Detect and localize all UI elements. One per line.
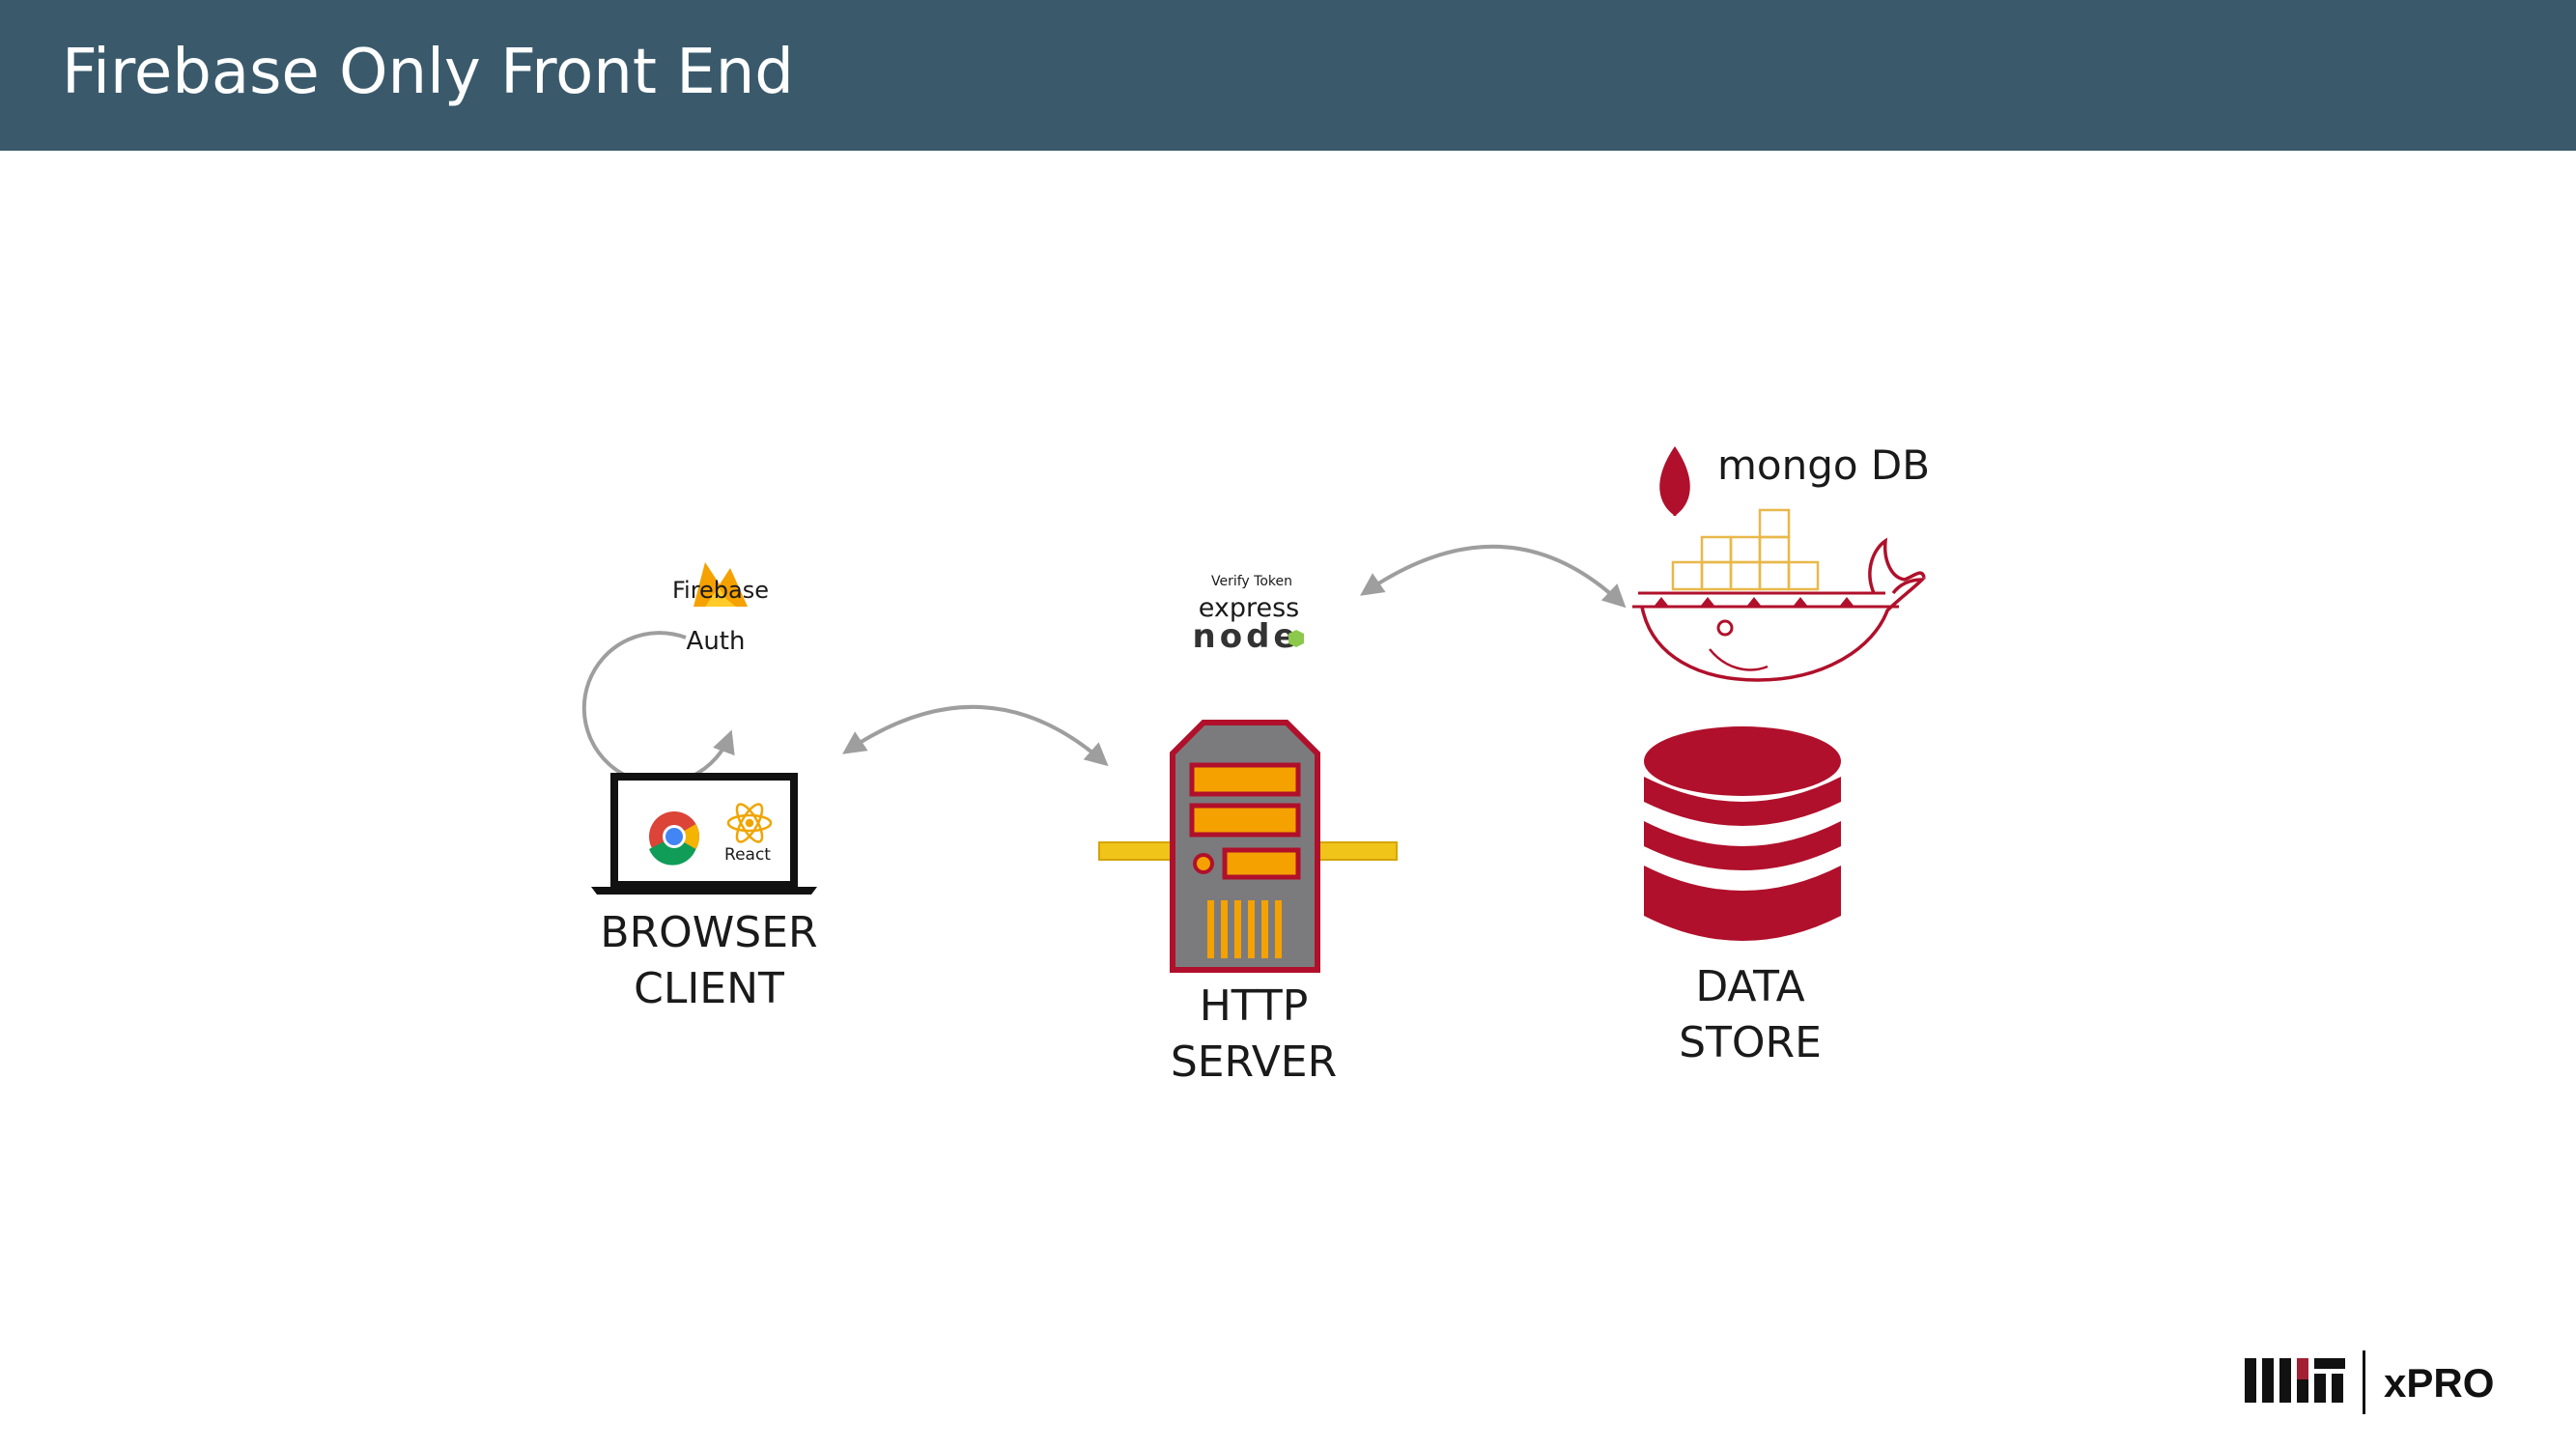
react-icon	[726, 803, 773, 843]
http-server-label-line1: HTTP	[1200, 981, 1309, 1031]
browser-client-group: Firebase Auth React BROWSER CLIENT	[581, 562, 818, 1013]
slide-header: Firebase Only Front End	[0, 0, 2576, 151]
server-tower-icon	[1170, 720, 1320, 973]
http-server-label-line2: SERVER	[1171, 1037, 1337, 1087]
server-datastore-arrow	[1360, 545, 1627, 609]
client-server-arrow	[842, 704, 1109, 767]
firebase-label: Firebase	[672, 577, 769, 604]
data-store-group: mongo DB	[1632, 441, 1930, 1067]
express-label: express	[1199, 593, 1300, 623]
verify-token-label: Verify Token	[1211, 574, 1292, 589]
firebase-flame-icon	[694, 562, 748, 607]
http-server-group: Verify Token express node HTTP SERVE	[1098, 574, 1398, 1087]
browser-client-label-line2: CLIENT	[634, 964, 784, 1013]
laptop-icon	[591, 773, 817, 895]
react-label: React	[724, 845, 771, 865]
mit-xpro-logo: xPRO	[2245, 1350, 2494, 1414]
chrome-icon	[649, 811, 699, 866]
auth-label: Auth	[687, 627, 746, 656]
slide-title: Firebase Only Front End	[62, 37, 794, 108]
node-logo-label: node	[1193, 617, 1300, 656]
mongodb-leaf-icon	[1659, 446, 1690, 516]
data-store-label-line2: STORE	[1679, 1018, 1822, 1067]
mongodb-label: mongo DB	[1717, 441, 1930, 489]
docker-whale-icon	[1632, 508, 1927, 682]
database-icon	[1644, 726, 1841, 941]
xpro-label: xPRO	[2384, 1360, 2494, 1406]
browser-client-label-line1: BROWSER	[600, 908, 817, 957]
data-store-label-line1: DATA	[1695, 962, 1804, 1011]
node-hexagon-icon	[1288, 630, 1304, 647]
